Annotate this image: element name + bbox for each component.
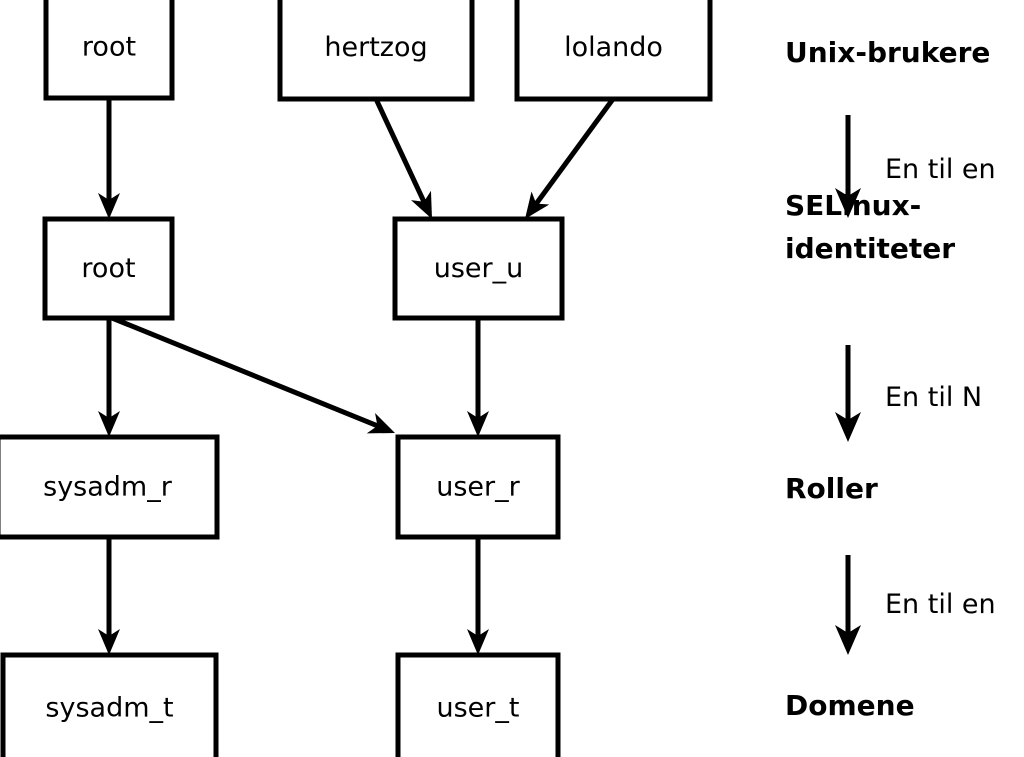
legend-relation-unix-to-selinux: En til en (885, 154, 996, 185)
node-label: user_r (436, 472, 520, 503)
legend-stage-roles: Roller (785, 472, 878, 505)
legend-stage-domains: Domene (785, 689, 915, 722)
edge-line (533, 97, 616, 206)
edge-arrowhead-icon (467, 629, 489, 655)
edge-line (373, 97, 427, 204)
edge-arrowhead-icon (525, 191, 550, 219)
edge-sel_user_u-to-role_user (467, 318, 489, 437)
edge-line (111, 315, 380, 429)
node-box (392, 216, 565, 321)
node-label: root (81, 253, 135, 284)
node-label: user_t (437, 693, 520, 724)
edge-arrowhead-icon (467, 411, 489, 437)
edge-arrowhead-icon (98, 193, 120, 219)
legend-text-group: Unix-brukereSELinux-identiteterRollerDom… (785, 36, 996, 722)
node-role_sysadm[interactable]: sysadm_r (0, 434, 220, 540)
node-label: sysadm_t (45, 693, 173, 724)
edge-arrowhead-icon (366, 413, 395, 434)
node-box (395, 434, 561, 540)
edge-unix_root-to-sel_root (98, 98, 120, 219)
edge-sel_root-to-role_user (111, 315, 395, 434)
edge-unix_hertzog-to-sel_user_u (373, 97, 432, 219)
legend-arrow-roles-to-domains (835, 555, 861, 655)
node-role_user[interactable]: user_r (395, 434, 561, 540)
node-label: hertzog (324, 32, 427, 63)
node-unix_root[interactable]: root (43, 0, 175, 101)
node-box (395, 652, 561, 757)
legend-arrowhead-icon (835, 412, 861, 442)
node-sel_user_u[interactable]: user_u (392, 216, 565, 321)
node-label: root (82, 32, 136, 63)
node-unix_lolando[interactable]: lolando (514, 0, 713, 102)
legend-stage-selinux-identities: SELinux- (785, 189, 921, 222)
edge-unix_lolando-to-sel_user_u (525, 97, 616, 219)
legend-arrows-group (835, 115, 861, 655)
edge-arrowhead-icon (98, 629, 120, 655)
legend-relation-selinux-to-roles: En til N (885, 382, 982, 413)
legend-arrowhead-icon (835, 188, 861, 218)
edges-group (98, 97, 616, 655)
node-unix_hertzog[interactable]: hertzog (277, 0, 475, 102)
edge-arrowhead-icon (411, 190, 432, 219)
node-dom_user[interactable]: user_t (395, 652, 561, 757)
node-box (0, 652, 219, 757)
legend-stage-selinux-identities: identiteter (785, 232, 955, 265)
edge-arrowhead-icon (98, 411, 120, 437)
node-box (0, 434, 220, 540)
legend-arrow-unix-to-selinux (835, 115, 861, 218)
edge-sel_root-to-role_sysadm (98, 318, 120, 437)
node-label: sysadm_r (43, 472, 173, 503)
legend-arrowhead-icon (835, 625, 861, 655)
legend-arrow-selinux-to-roles (835, 345, 861, 442)
legend-relation-roles-to-domains: En til en (885, 589, 996, 620)
node-label: user_u (434, 253, 524, 284)
node-box (43, 0, 175, 101)
node-sel_root[interactable]: root (42, 216, 175, 321)
edge-role_sysadm-to-dom_sysadm (98, 537, 120, 655)
node-box (514, 0, 713, 102)
node-box (277, 0, 475, 102)
legend-stage-unix-users: Unix-brukere (785, 36, 990, 69)
node-label: lolando (564, 32, 663, 63)
node-box (42, 216, 175, 321)
edge-role_user-to-dom_user (467, 537, 489, 655)
node-dom_sysadm[interactable]: sysadm_t (0, 652, 219, 757)
